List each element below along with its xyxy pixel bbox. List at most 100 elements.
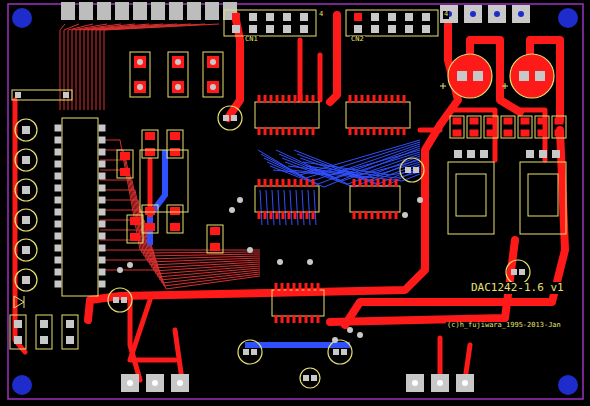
ic-pin [403, 127, 406, 135]
regulator-tab [456, 174, 486, 216]
ic-pin [294, 211, 297, 219]
ic-pin [55, 137, 62, 144]
ic-pin [361, 127, 364, 135]
via [137, 84, 143, 90]
smd-pad [538, 118, 547, 125]
pad [113, 297, 119, 303]
ic-pin [306, 179, 309, 187]
via [307, 259, 313, 265]
ic-pin [276, 179, 279, 187]
ic-pin [282, 127, 285, 135]
drill-hole [470, 11, 476, 17]
copper-trace [88, 18, 458, 320]
pin-header-outline [346, 10, 438, 36]
pad [519, 269, 525, 275]
via [402, 212, 408, 218]
ic-pin [355, 127, 358, 135]
smd-pad [170, 132, 180, 140]
ic-pin [293, 315, 296, 323]
pad [15, 92, 21, 98]
pad [526, 150, 534, 158]
ic-pin [294, 95, 297, 103]
trimmer-outline [15, 269, 37, 291]
ic-pin [397, 95, 400, 103]
smd-pad [170, 148, 180, 156]
ic-pin [99, 137, 106, 144]
connector-pad [440, 5, 458, 23]
smd-component [484, 116, 498, 138]
ic-pin [55, 149, 62, 156]
pad [511, 269, 517, 275]
resistor-outline [168, 52, 188, 97]
ic-pin [359, 179, 362, 187]
board-outline [8, 4, 583, 399]
pin-number: 4 [318, 11, 324, 19]
pad [454, 150, 462, 158]
ic-pin [306, 211, 309, 219]
smd-pad [130, 217, 140, 225]
header-pin [405, 25, 413, 33]
ic-pin [99, 197, 106, 204]
ic-pin [391, 95, 394, 103]
dip-ic-outline [62, 118, 98, 296]
smd-component [117, 150, 133, 178]
ic-pin [258, 211, 261, 219]
trimmer-outline [15, 119, 37, 141]
smd-pad [210, 243, 220, 251]
electrolytic-capacitor [510, 54, 554, 98]
ic-pin [300, 95, 303, 103]
connector-ref: CN2 [350, 36, 365, 44]
ic-pin [270, 211, 273, 219]
ic-pin [55, 245, 62, 252]
electrolytic-capacitor [448, 54, 492, 98]
ic-pin [377, 179, 380, 187]
pad [251, 349, 257, 355]
ic-pin [55, 281, 62, 288]
smd-pad [170, 223, 180, 231]
drill-hole [437, 380, 443, 386]
ic-pin [349, 95, 352, 103]
copper-trace [345, 130, 565, 325]
ic-pin [293, 283, 296, 291]
ic-pin [305, 315, 308, 323]
ic-pin [99, 245, 106, 252]
pin-header-outline [224, 10, 316, 36]
smd-pad [504, 130, 513, 137]
components [10, 2, 578, 395]
via [210, 59, 216, 65]
capacitor-outline [10, 315, 26, 349]
trimmer-outline [15, 179, 37, 201]
ic-pin [258, 95, 261, 103]
ic-pin [99, 173, 106, 180]
via [175, 84, 181, 90]
pad [311, 375, 317, 381]
polarity-mark [440, 83, 446, 89]
ic-pin [312, 95, 315, 103]
via [357, 332, 363, 338]
header-pin [371, 13, 379, 21]
drill-hole [494, 11, 500, 17]
smd-pad [521, 118, 530, 125]
bottom-trace [267, 146, 420, 184]
ic-pin [312, 211, 315, 219]
pad [66, 336, 74, 344]
smd-component [167, 130, 183, 158]
ic-pin [306, 127, 309, 135]
fine-trace [104, 24, 219, 110]
fine-trace [100, 270, 260, 289]
ic-pin [99, 125, 106, 132]
pad [40, 336, 48, 344]
header-pad [79, 2, 93, 20]
ic-pin [312, 127, 315, 135]
smd-pad [538, 130, 547, 137]
smd-component [518, 116, 532, 138]
fine-trace [84, 24, 149, 110]
ic-pin [359, 211, 362, 219]
copper-trace [450, 110, 495, 160]
capacitor-outline [300, 368, 320, 388]
board-name: DAC1242-1.6 v1 [470, 282, 565, 294]
copper-trace [420, 128, 440, 133]
pad [405, 167, 411, 173]
